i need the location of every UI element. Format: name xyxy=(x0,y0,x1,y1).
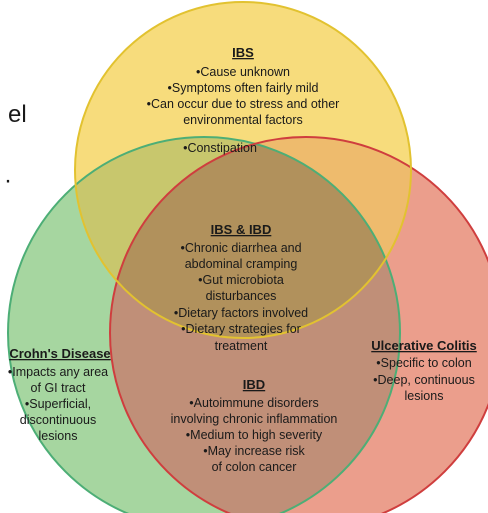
ibs-line-3: environmental factors xyxy=(183,113,303,127)
crohns-title: Crohn's Disease xyxy=(9,346,110,361)
overlap-line-1: abdominal cramping xyxy=(185,257,298,271)
ibs-line-0: •Cause unknown xyxy=(196,65,290,79)
ibs-extra: •Constipation xyxy=(183,141,257,155)
overlap-line-2: •Gut microbiota xyxy=(198,273,284,287)
ibd-line-1: involving chronic inflammation xyxy=(171,412,338,426)
uc-line-2: lesions xyxy=(405,389,444,403)
overlap-line-4: •Dietary factors involved xyxy=(174,306,308,320)
uc-circle-outline xyxy=(109,136,488,513)
ibd-title: IBD xyxy=(243,377,265,392)
overlap-line-6: treatment xyxy=(215,339,268,353)
overlap-line-3: disturbances xyxy=(206,289,277,303)
crohns-line-3: discontinuous xyxy=(20,413,96,427)
overlap-title: IBS & IBD xyxy=(211,222,272,237)
crohns-line-2: •Superficial, xyxy=(25,397,91,411)
uc-line-0: •Specific to colon xyxy=(376,356,471,370)
ibd-line-4: of colon cancer xyxy=(212,460,297,474)
uc-title: Ulcerative Colitis xyxy=(371,338,477,353)
overlap-line-0: •Chronic diarrhea and xyxy=(180,241,301,255)
uc-line-1: •Deep, continuous xyxy=(373,373,475,387)
ibs-line-1: •Symptoms often fairly mild xyxy=(168,81,319,95)
overlap-line-5: •Dietary strategies for xyxy=(181,322,301,336)
ibs-title: IBS xyxy=(232,45,254,60)
crohns-circle-outline xyxy=(7,136,401,513)
crohns-line-4: lesions xyxy=(39,429,78,443)
crohns-line-1: of GI tract xyxy=(31,381,86,395)
ibd-line-0: •Autoimmune disorders xyxy=(189,396,318,410)
edge-text-fragment: el xyxy=(8,101,27,128)
ibd-line-2: •Medium to high severity xyxy=(186,428,323,442)
ibs-line-2: •Can occur due to stress and other xyxy=(147,97,340,111)
edge-text-dot: · xyxy=(4,167,12,194)
crohns-line-0: •Impacts any area xyxy=(8,365,108,379)
ibd-line-3: •May increase risk xyxy=(203,444,305,458)
ibs-circle-outline xyxy=(74,1,412,339)
